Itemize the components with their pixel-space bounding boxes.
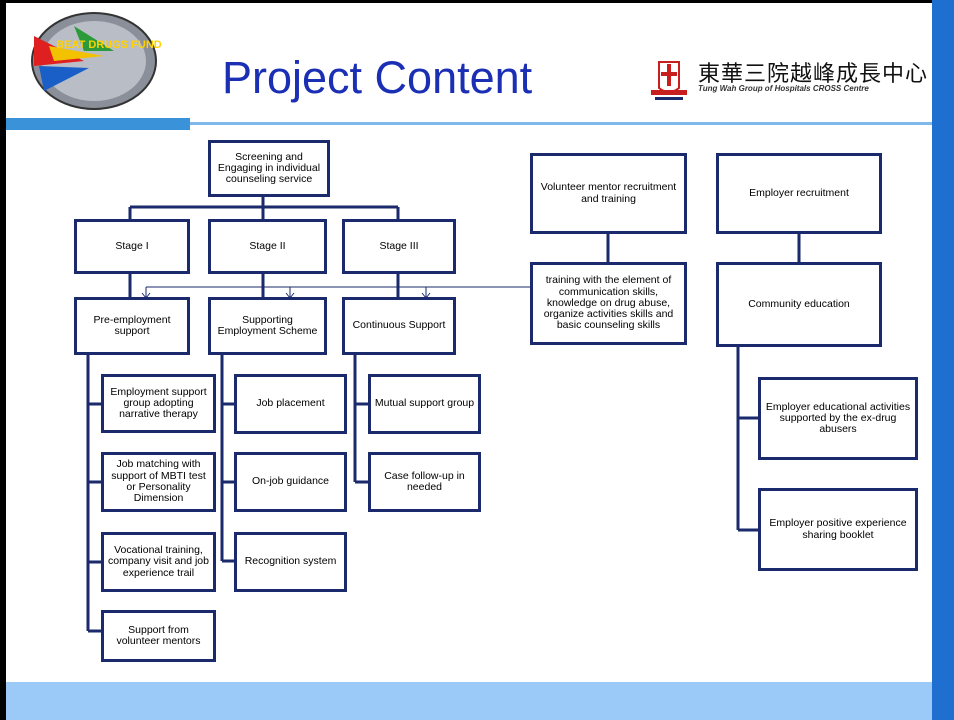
header-band bbox=[6, 118, 190, 130]
supporting-employment-scheme-box: Supporting Employment Scheme bbox=[208, 297, 327, 355]
employer-item: Employer positive experience sharing boo… bbox=[758, 488, 918, 571]
volunteer-recruitment-box: Volunteer mentor recruitment and trainin… bbox=[530, 153, 687, 234]
beat-drugs-fund-logo: BEAT DRUGS FUND bbox=[31, 12, 162, 110]
stage-1-item: Employment support group adopting narrat… bbox=[101, 374, 216, 433]
stage-1-item: Vocational training, company visit and j… bbox=[101, 532, 216, 592]
employer-recruitment-box: Employer recruitment bbox=[716, 153, 882, 234]
stage-1-item: Support from volunteer mentors bbox=[101, 610, 216, 662]
stage-3-box: Stage III bbox=[342, 219, 456, 274]
organization-name-cn: 東華三院越峰成長中心 bbox=[698, 62, 929, 87]
frame-top bbox=[0, 0, 954, 3]
pre-employment-support-box: Pre-employment support bbox=[74, 297, 190, 355]
volunteer-training-box: training with the element of communicati… bbox=[530, 262, 687, 345]
stage-1-box: Stage I bbox=[74, 219, 190, 274]
continuous-support-box: Continuous Support bbox=[342, 297, 456, 355]
employer-item: Employer educational activities supporte… bbox=[758, 377, 918, 460]
community-education-box: Community education bbox=[716, 262, 882, 347]
header-divider bbox=[190, 122, 932, 125]
stage-3-item: Mutual support group bbox=[368, 374, 481, 434]
logo-text: BEAT DRUGS FUND bbox=[56, 39, 162, 51]
stage-1-item: Job matching with support of MBTI test o… bbox=[101, 452, 216, 512]
organization-name-en: Tung Wah Group of Hospitals CROSS Centre bbox=[698, 84, 869, 93]
stage-2-item: Recognition system bbox=[234, 532, 347, 592]
stage-2-box: Stage II bbox=[208, 219, 327, 274]
root-box: Screening and Engaging in individual cou… bbox=[208, 140, 330, 197]
page-title: Project Content bbox=[222, 52, 533, 103]
frame-left bbox=[0, 0, 6, 720]
stage-2-item: On-job guidance bbox=[234, 452, 347, 512]
right-accent-bar bbox=[932, 0, 954, 720]
cross-centre-emblem bbox=[647, 58, 691, 102]
footer-band bbox=[6, 682, 932, 720]
stage-2-item: Job placement bbox=[234, 374, 347, 434]
stage-3-item: Case follow-up in needed bbox=[368, 452, 481, 512]
